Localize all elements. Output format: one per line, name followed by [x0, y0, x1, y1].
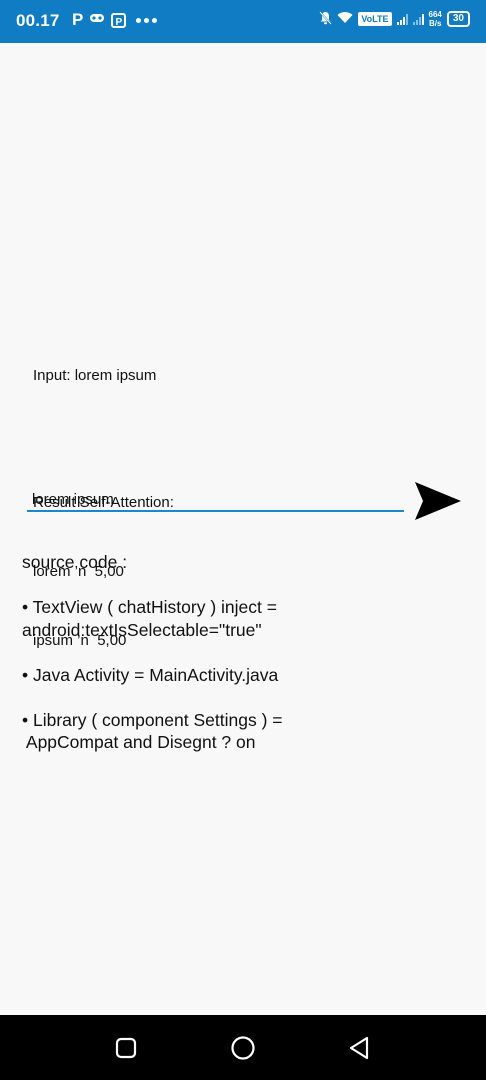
source-item-line: AppCompat and Disegnt ? on	[22, 732, 256, 752]
send-button[interactable]	[410, 478, 466, 524]
source-item-line: • Java Activity = MainActivity.java	[22, 664, 279, 685]
net-speed-value: 664	[428, 10, 442, 19]
battery-icon: 30	[446, 11, 470, 27]
result-line: lorem ’n 5,00	[33, 563, 124, 580]
result-line: ipsum ’n 5,00	[33, 632, 127, 649]
back-icon	[349, 1036, 369, 1060]
status-left-icons: P P	[72, 10, 158, 30]
send-icon	[415, 482, 461, 520]
home-icon	[231, 1036, 255, 1060]
status-bar: 00.17 P P VoLTE 664 B/s 30	[0, 0, 486, 43]
signal-icon-1	[396, 13, 408, 25]
ppt-app-icon: P	[111, 12, 127, 28]
bell-muted-icon	[319, 10, 333, 28]
source-item-line: • TextView ( chatHistory ) inject =	[22, 597, 277, 617]
input-line: Input: lorem ipsum	[33, 367, 157, 384]
recents-icon	[115, 1037, 137, 1059]
back-button[interactable]	[347, 1035, 373, 1061]
volte-badge: VoLTE	[358, 12, 392, 26]
net-speed: 664 B/s	[429, 10, 442, 28]
home-button[interactable]	[230, 1035, 256, 1061]
source-code-heading: source code :	[22, 552, 128, 572]
recents-button[interactable]	[113, 1035, 139, 1061]
source-item-line: • Library ( component Settings ) =	[22, 709, 283, 730]
navigation-bar	[0, 1015, 486, 1080]
parking-icon: P	[72, 10, 84, 29]
net-speed-unit: B/s	[428, 19, 442, 28]
message-input[interactable]	[27, 488, 404, 512]
status-right-icons: VoLTE 664 B/s 30	[319, 10, 470, 28]
more-dots-icon	[136, 17, 158, 23]
signal-icon-2	[412, 13, 424, 25]
source-code-section: source code : • TextView ( chatHistory )…	[22, 551, 282, 754]
gamepad-icon	[89, 11, 105, 29]
wifi-icon	[337, 11, 353, 27]
status-time: 00.17	[16, 11, 60, 30]
source-item-line: android:textIsSelectable="true"	[22, 619, 262, 640]
